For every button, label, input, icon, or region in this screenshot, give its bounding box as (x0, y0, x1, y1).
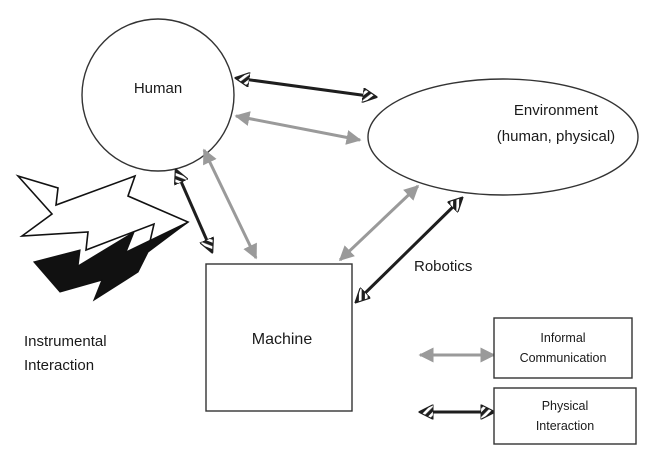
environment-label: Environment (human, physical) (496, 102, 616, 145)
arrow-human-environment-physical (236, 78, 376, 97)
arrow-human-machine-physical (176, 170, 212, 252)
legend-physical-label: Physical Interaction (535, 399, 595, 433)
machine-label: Machine (251, 331, 313, 348)
instrumental-interaction-label: Instrumental Interaction (24, 333, 107, 374)
arrow-machine-environment-informal (338, 184, 420, 262)
human-label: Human (133, 80, 183, 97)
environment-node (367, 78, 639, 196)
legend-physical-box (493, 387, 637, 445)
robotics-label: Robotics (414, 258, 473, 275)
legend-informal-label: Informal Communication (519, 331, 607, 365)
arrow-human-machine-informal (202, 148, 258, 260)
arrow-human-environment-informal (234, 111, 362, 145)
machine-node (205, 263, 353, 412)
legend-informal-box (493, 317, 633, 379)
arrow-machine-environment-physical (356, 198, 462, 302)
